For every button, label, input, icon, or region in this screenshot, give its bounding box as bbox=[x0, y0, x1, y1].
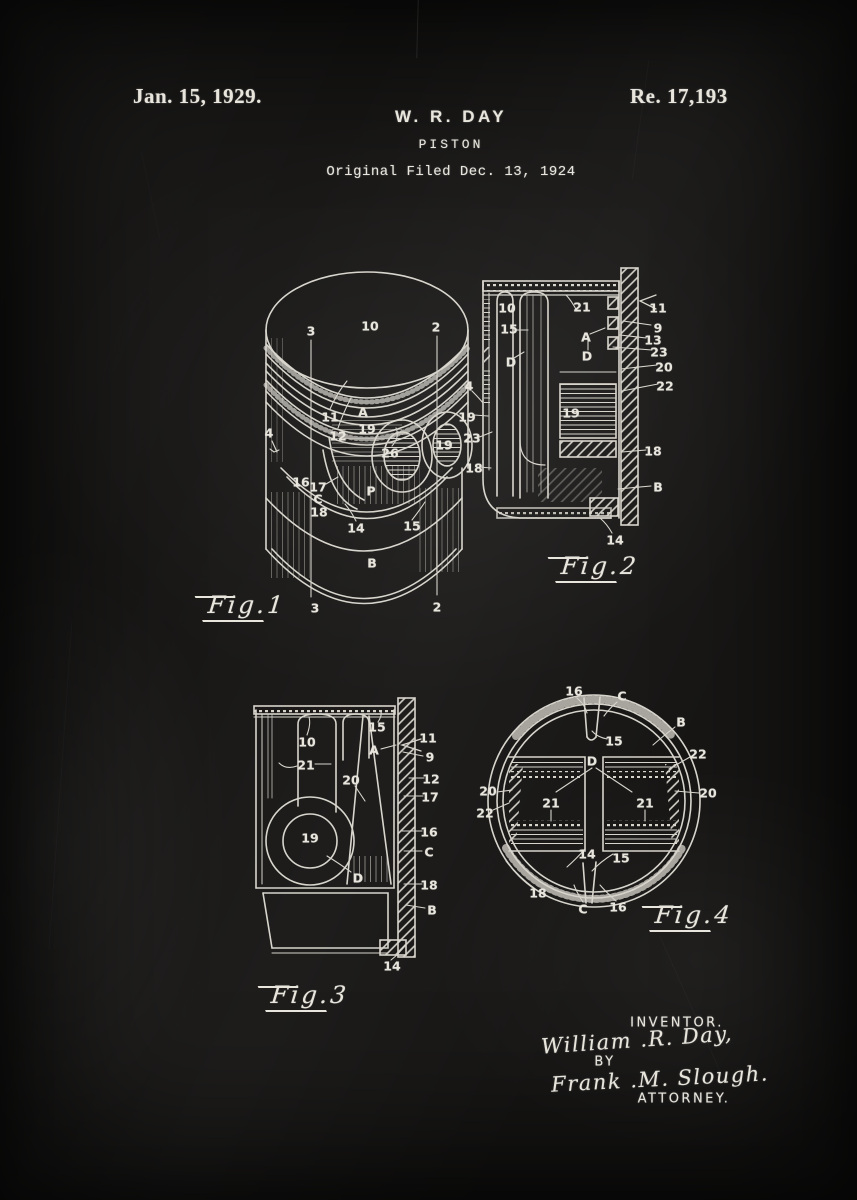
fig2-ref-label: 9 bbox=[653, 320, 663, 336]
fig4-ref-label: D bbox=[586, 753, 598, 769]
fig2-ref-label: D bbox=[505, 354, 517, 370]
inventor-label: INVENTOR. bbox=[630, 1015, 724, 1031]
fig1-ref-label: 19 bbox=[435, 437, 453, 453]
fig2-ref-label: 20 bbox=[655, 359, 673, 375]
fig1-piston-perspective-drawing bbox=[263, 271, 473, 605]
fig2-piston-section-drawing bbox=[471, 267, 659, 534]
fig4-ref-label: 22 bbox=[689, 746, 707, 762]
fig4-caption: Fig.4 bbox=[653, 901, 735, 929]
fig4-ref-label: 15 bbox=[605, 733, 623, 749]
fig2-ref-label: B bbox=[653, 479, 663, 495]
fig4-ref-label: 21 bbox=[542, 795, 560, 811]
fig4-ref-label: 22 bbox=[476, 805, 494, 821]
fig1-ref-label: P bbox=[366, 483, 376, 499]
fig3-ref-label: 11 bbox=[419, 730, 437, 746]
fig1-ref-label: 2 bbox=[431, 319, 441, 335]
fig4-ref-label: 20 bbox=[479, 783, 497, 799]
fig2-ref-label: 14 bbox=[606, 532, 624, 548]
fig2-ref-label: 23 bbox=[463, 430, 481, 446]
filing-line: Original Filed Dec. 13, 1924 bbox=[326, 164, 576, 180]
fig1-ref-label: 19 bbox=[358, 421, 376, 437]
fig1-caption: Fig.1 bbox=[206, 591, 288, 619]
fig2-ref-label: 23 bbox=[650, 344, 668, 360]
fig3-ref-label: 17 bbox=[421, 789, 439, 805]
fig3-ref-label: 16 bbox=[420, 824, 438, 840]
fig2-ref-label: A bbox=[581, 329, 591, 345]
fig1-ref-label: 3 bbox=[310, 600, 320, 616]
fig3-ref-label: 12 bbox=[422, 771, 440, 787]
fig1-ref-label: C bbox=[313, 491, 323, 507]
fig4-ref-label: 14 bbox=[578, 846, 596, 862]
inventor-name: W. R. DAY bbox=[394, 107, 508, 126]
fig3-ref-label: 15 bbox=[368, 719, 386, 735]
fig3-ref-label: B bbox=[427, 902, 437, 918]
fig4-ref-label: B bbox=[676, 714, 686, 730]
fig3-ref-label: D bbox=[352, 870, 364, 886]
fig4-ref-label: C bbox=[617, 688, 627, 704]
fig1-ref-label: 3 bbox=[306, 323, 316, 339]
fig1-ref-label: 16 bbox=[292, 474, 310, 490]
fig4-ref-label: 16 bbox=[609, 899, 627, 915]
fig2-ref-label: 15 bbox=[500, 321, 518, 337]
fig4-ref-label: 20 bbox=[699, 785, 717, 801]
fig4-ring-section-drawing bbox=[487, 694, 701, 908]
fig4-ref-label: 18 bbox=[529, 885, 547, 901]
fig4-ref-label: C bbox=[578, 901, 588, 917]
fig4-ref-label: 15 bbox=[612, 850, 630, 866]
invention-title: PISTON bbox=[418, 137, 484, 152]
fig2-ref-label: 19 bbox=[458, 409, 476, 425]
fig3-ref-label: 9 bbox=[425, 749, 435, 765]
fig1-ref-label: 11 bbox=[321, 409, 339, 425]
fig2-ref-label: 10 bbox=[498, 300, 516, 316]
fig1-ref-label: 14 bbox=[347, 520, 365, 536]
fig4-ref-label: 21 bbox=[636, 795, 654, 811]
fig4-ref-label: 16 bbox=[565, 683, 583, 699]
issue-date: Jan. 15, 1929. bbox=[133, 84, 262, 108]
fig2-ref-label: 11 bbox=[649, 300, 667, 316]
fig3-caption: Fig.3 bbox=[269, 981, 351, 1009]
fig2-caption: Fig.2 bbox=[559, 552, 641, 580]
attorney-label: ATTORNEY. bbox=[637, 1091, 731, 1107]
fig3-ref-label: 10 bbox=[298, 734, 316, 750]
fig2-ref-label: 4 bbox=[464, 378, 474, 394]
fig1-ref-label: 26 bbox=[381, 445, 399, 461]
by-label: BY bbox=[594, 1054, 616, 1070]
fig2-ref-label: 19 bbox=[562, 405, 580, 421]
fig3-piston-section-drawing bbox=[253, 697, 426, 961]
fig1-ref-label: 18 bbox=[310, 504, 328, 520]
fig1-ref-label: 4 bbox=[264, 425, 274, 441]
fig2-ref-label: 13 bbox=[644, 332, 662, 348]
fig2-ref-label: 21 bbox=[573, 299, 591, 315]
fig2-ref-label: 22 bbox=[656, 378, 674, 394]
fig1-ref-label: A bbox=[358, 404, 368, 420]
fig3-ref-label: 21 bbox=[297, 757, 315, 773]
fig1-ref-label: 10 bbox=[361, 318, 379, 334]
fig3-ref-label: 20 bbox=[342, 772, 360, 788]
fig1-ref-label: 17 bbox=[309, 479, 327, 495]
patent-number: Re. 17,193 bbox=[630, 84, 728, 108]
fig3-ref-label: A bbox=[369, 742, 379, 758]
fig1-ref-label: 15 bbox=[403, 518, 421, 534]
fig3-ref-label: C bbox=[424, 844, 434, 860]
fig2-ref-label: 18 bbox=[644, 443, 662, 459]
fig1-ref-label: 12 bbox=[329, 428, 347, 444]
fig1-ref-label: 2 bbox=[432, 599, 442, 615]
fig3-ref-label: 19 bbox=[301, 830, 319, 846]
fig3-ref-label: 18 bbox=[420, 877, 438, 893]
fig2-ref-label: D bbox=[581, 348, 593, 364]
fig2-ref-label: 18 bbox=[465, 460, 483, 476]
fig1-ref-label: B bbox=[367, 555, 377, 571]
fig3-ref-label: 14 bbox=[383, 958, 401, 974]
